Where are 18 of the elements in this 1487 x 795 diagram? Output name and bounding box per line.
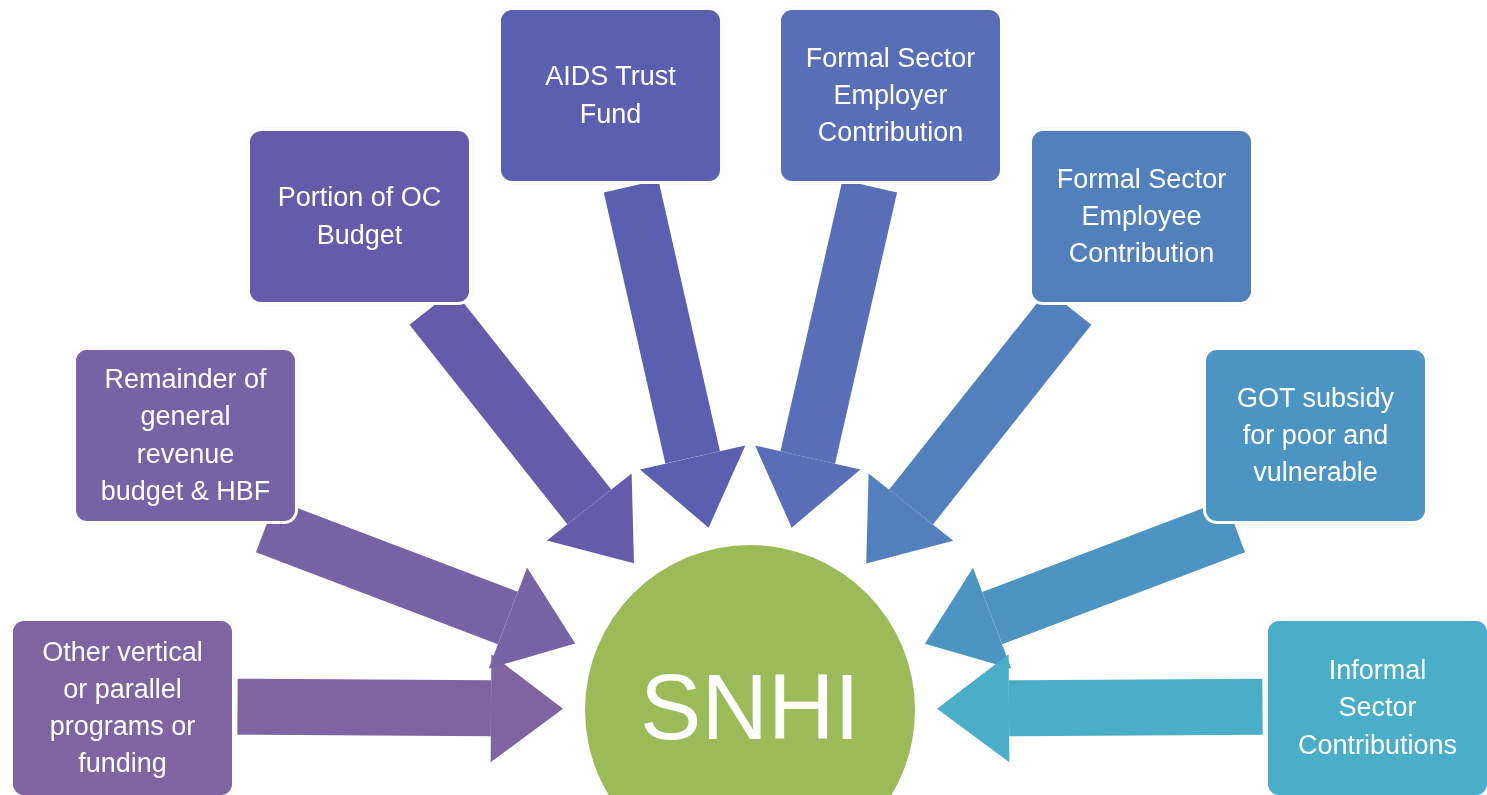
source-box xyxy=(778,7,1003,184)
box-label: AIDS Trust Fund xyxy=(544,60,677,131)
source-box xyxy=(73,347,298,524)
box-label: Formal Sector Employee Contribution xyxy=(1055,162,1228,271)
source-box xyxy=(498,7,723,184)
block-arrow xyxy=(237,654,563,763)
box-label: Portion of OC Budget xyxy=(276,181,443,252)
source-box xyxy=(1203,347,1428,524)
source-box xyxy=(247,128,472,305)
source-box xyxy=(1029,128,1254,305)
circle-label: SNHI xyxy=(640,655,860,760)
box-label: Formal Sector Employer Contribution xyxy=(804,41,977,150)
box-label: Informal Sector Contributions xyxy=(1296,654,1459,762)
box-label: Remainder of general revenue budget & HBF xyxy=(99,363,272,508)
box-label: GOT subsidy for poor and vulnerable xyxy=(1235,381,1396,490)
source-box xyxy=(10,618,235,795)
box-label: Other vertical or parallel programs or funding xyxy=(41,635,204,781)
source-box xyxy=(1265,618,1487,795)
